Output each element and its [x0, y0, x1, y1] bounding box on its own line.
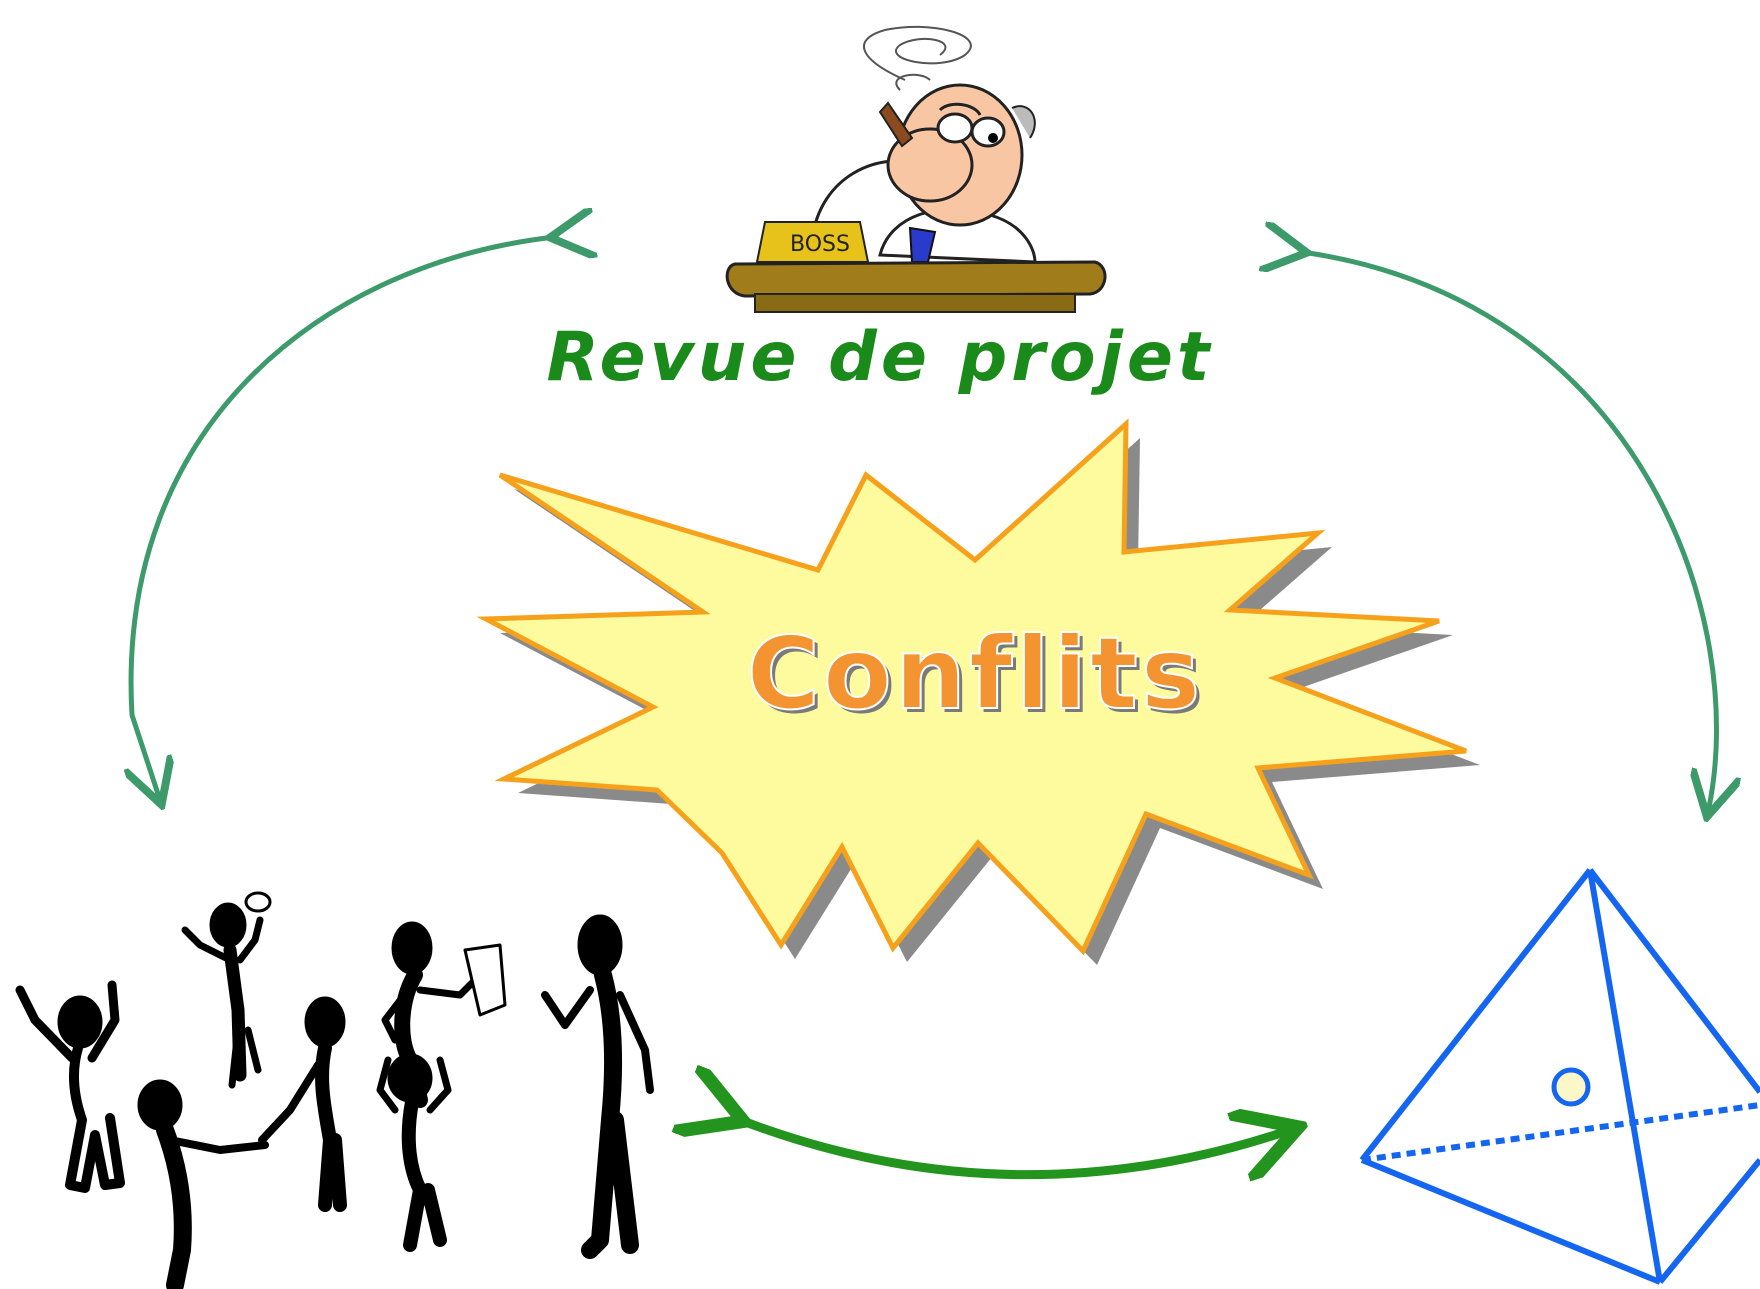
boss-plate-label: BOSS	[790, 232, 850, 257]
team-silhouettes-icon	[15, 891, 654, 1289]
conflict-label: Conflits	[746, 614, 1204, 733]
boss-at-desk-icon	[725, 25, 1107, 313]
tetrahedron-icon	[1359, 868, 1760, 1285]
conflict-starburst	[476, 418, 1480, 965]
link-bottom-arrow	[735, 1118, 1290, 1175]
link-top-right-arrow	[1302, 252, 1717, 812]
diagram-heading: Revue de projet	[546, 318, 1214, 397]
link-top-left-arrow	[131, 237, 555, 800]
